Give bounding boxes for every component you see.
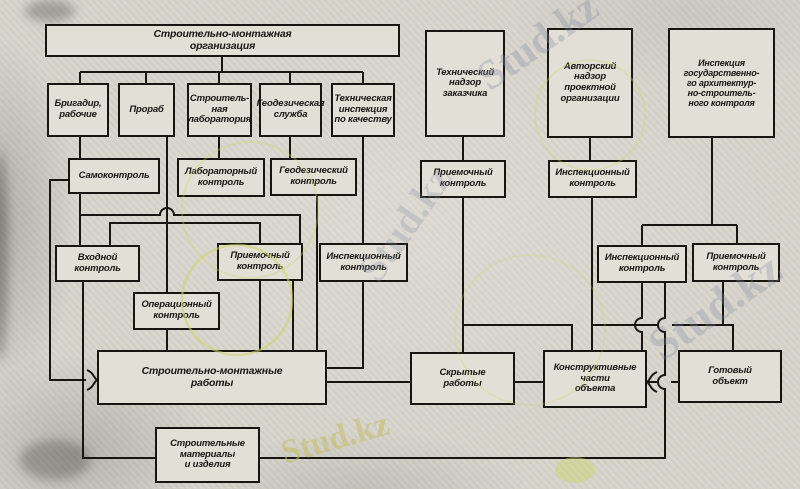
watermark-text: Stud.kz (276, 405, 394, 472)
node-label: Авторский надзор проектной организации (560, 60, 620, 104)
node-label: Лабораторный контроль (185, 165, 257, 188)
node-hidden-works: Скрытые работы (410, 352, 515, 405)
connector (109, 222, 261, 245)
node-label: Готовый объект (708, 364, 752, 387)
node-label: Бригадир, рабочие (54, 98, 102, 120)
node-label: Самоконтроль (78, 169, 150, 181)
connector (86, 369, 99, 391)
node-label: Операционный контроль (141, 299, 212, 321)
node-label: Техническая инспекция по качеству (334, 93, 392, 126)
node-label: Приемочный контроль (706, 250, 766, 273)
node-structural-parts: Конструктивные части объекта (543, 350, 647, 408)
node-label: Строитель- ная лаборатория (187, 93, 252, 126)
node-brigadier-workers: Бригадир, рабочие (47, 83, 109, 137)
node-label: Входной контроль (74, 251, 121, 274)
scan-smudge (0, 150, 8, 360)
node-acceptance-control-smo: Приемочный контроль (217, 243, 303, 281)
node-inspection-control-state: Инспекционный контроль (597, 245, 687, 283)
node-construction-works: Строительно-монтажные работы (97, 350, 327, 405)
node-construction-lab: Строитель- ная лаборатория (187, 83, 252, 137)
connector (327, 282, 364, 369)
node-customer-supervision: Технический надзор заказчика (425, 30, 505, 137)
node-label: Геодезическая служба (256, 98, 325, 120)
node-inspection-control-smo: Инспекционный контроль (319, 243, 408, 282)
connector (79, 137, 291, 158)
node-self-control: Самоконтроль (68, 158, 160, 194)
node-label: Строительные материалы и изделия (170, 438, 245, 471)
node-foreman: Прораб (118, 83, 175, 137)
node-geodesic-service: Геодезическая служба (256, 83, 325, 137)
node-acceptance-control-state: Приемочный контроль (692, 243, 780, 282)
node-construction-materials: Строительные материалы и изделия (155, 427, 260, 483)
node-label: Конструктивные части объекта (553, 362, 637, 395)
scan-smudge (20, 440, 90, 480)
node-label: Строительно-монтажные работы (141, 364, 283, 389)
node-label: Инспекция государственно- го архитектур-… (683, 57, 760, 109)
node-finished-object: Готовый объект (678, 350, 782, 403)
node-label: Прораб (129, 103, 164, 115)
node-label: Технический надзор заказчика (436, 66, 494, 99)
node-label: Инспекционный контроль (326, 250, 401, 273)
node-label: Приемочный контроль (230, 250, 290, 272)
watermark-blob (555, 457, 595, 483)
node-label: Скрытые работы (439, 366, 486, 389)
connector (463, 324, 573, 350)
connector (80, 207, 301, 243)
node-geodesic-control: Геодезический контроль (270, 158, 357, 196)
node-acceptance-control-customer: Приемочный контроль (420, 160, 506, 198)
connector (259, 281, 294, 350)
connector (641, 138, 738, 245)
connector (592, 324, 734, 350)
connector (634, 283, 643, 350)
node-label: Приемочный контроль (433, 167, 493, 189)
node-label: Геодезический контроль (279, 165, 348, 187)
node-state-inspection: Инспекция государственно- го архитектур-… (668, 28, 775, 138)
node-lab-control: Лабораторный контроль (177, 158, 265, 197)
node-incoming-control: Входной контроль (55, 245, 140, 282)
node-operational-control: Операционный контроль (133, 292, 220, 330)
node-inspection-control-author: Инспекционный контроль (548, 160, 637, 198)
node-label: Инспекционный контроль (555, 167, 630, 189)
connector (79, 57, 364, 83)
scan-smudge (25, 0, 75, 22)
node-label: Инспекционный контроль (604, 252, 680, 274)
node-label: Строительно-монтажная организация (153, 27, 292, 52)
node-author-supervision: Авторский надзор проектной организации (547, 28, 633, 138)
node-technical-quality-inspection: Техническая инспекция по качеству (331, 83, 395, 137)
connector (645, 371, 658, 393)
node-construction-org: Строительно-монтажная организация (45, 24, 400, 57)
